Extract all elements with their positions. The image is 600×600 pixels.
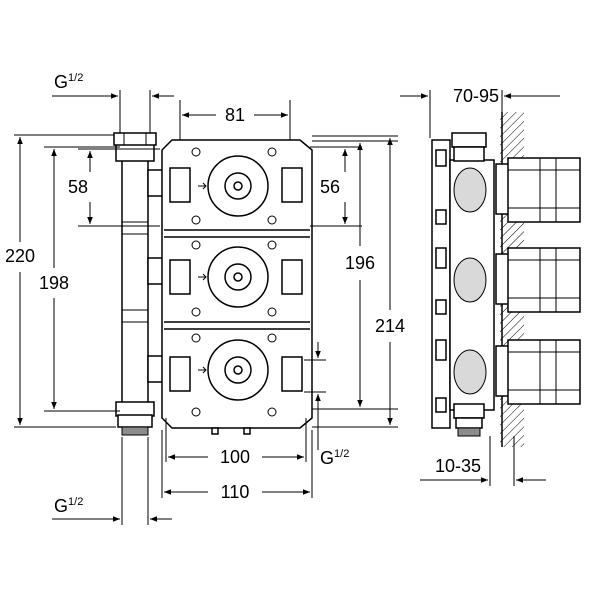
supply-pipe: [113, 132, 169, 436]
thread-label-bottom: G1/2: [54, 496, 83, 516]
cartridge-2: [495, 247, 581, 313]
dim-label-198: 198: [39, 273, 69, 293]
dim-label-220: 220: [5, 246, 35, 266]
dim-label-196: 196: [345, 253, 375, 273]
labels: G1/2 G1/2 G1/2 81 58 56 220 198 196 214 …: [5, 72, 499, 516]
valve-module-2: [169, 240, 303, 317]
dim-label-214: 214: [375, 316, 405, 336]
thread-label-top: G1/2: [54, 72, 83, 92]
dim-label-70-95: 70-95: [453, 86, 499, 106]
dim-label-81: 81: [225, 105, 245, 125]
dimensions-front: [14, 90, 398, 525]
valve-module-1: [169, 147, 303, 225]
dim-label-10-35: 10-35: [435, 456, 481, 476]
thread-label-right: G1/2: [320, 448, 349, 468]
side-view: [431, 112, 581, 447]
valve-module-3: [169, 333, 303, 417]
cartridge-1: [495, 157, 581, 223]
dim-label-58: 58: [68, 177, 88, 197]
cartridge-3: [495, 339, 581, 405]
dim-label-100: 100: [220, 447, 250, 467]
dim-label-110: 110: [221, 482, 250, 502]
front-view: [113, 132, 313, 436]
dimensions-side: [400, 90, 560, 486]
dim-label-56: 56: [320, 177, 340, 197]
